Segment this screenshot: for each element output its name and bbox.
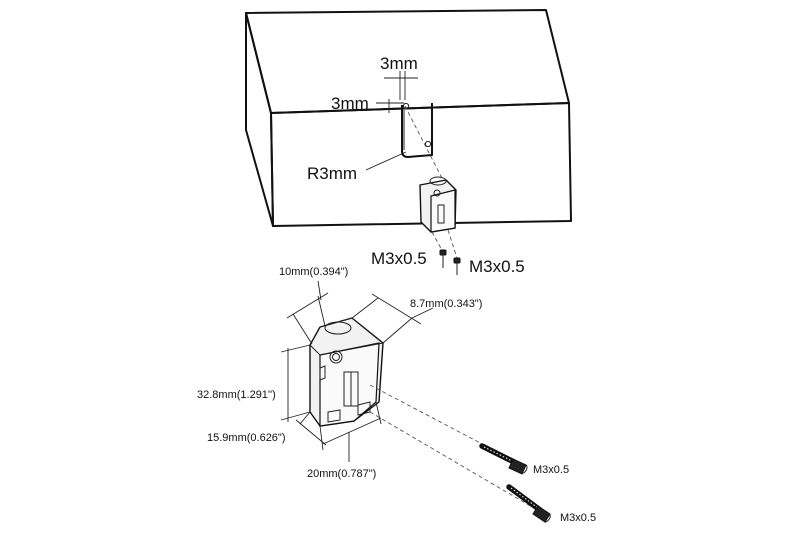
dim-20mm-label: 20mm(0.787") bbox=[307, 468, 376, 480]
dim-10mm-ext-left bbox=[292, 313, 313, 345]
screw-lower-label: M3x0.5 bbox=[560, 512, 596, 524]
dim-15-9mm-label: 15.9mm(0.626") bbox=[207, 432, 286, 444]
screw-guide-left bbox=[431, 231, 444, 253]
dim-20mm-ext-right bbox=[375, 401, 382, 425]
sensor-large-bottom-foot bbox=[327, 409, 341, 423]
mounting-block bbox=[245, 9, 572, 227]
dim-r3mm-label: R3mm bbox=[307, 164, 357, 183]
mounting-slot bbox=[401, 102, 447, 187]
dim-10mm-line bbox=[286, 292, 329, 319]
dim-32-8mm-label: 32.8mm(1.291'') bbox=[197, 389, 276, 401]
dim-20mm-line bbox=[322, 417, 382, 445]
dim-3mm-horizontal-label: 3mm bbox=[380, 54, 418, 73]
sensor-small-hole bbox=[433, 189, 441, 197]
slot-axis-line bbox=[404, 105, 447, 187]
screw-upper-label: M3x0.5 bbox=[533, 464, 569, 476]
large-screw-upper-head bbox=[508, 458, 527, 475]
dim-r3mm-leader bbox=[365, 151, 407, 171]
dim-15-9mm-ext bbox=[299, 411, 311, 425]
sensor-large-front-face bbox=[319, 342, 380, 427]
sensor-small-front bbox=[430, 189, 456, 233]
large-screw-lower-thread bbox=[510, 487, 539, 509]
screw-guide-right bbox=[447, 229, 458, 259]
large-screw-lower-socket bbox=[543, 513, 551, 523]
screw-guide-upper bbox=[369, 384, 525, 467]
small-screw-left-head bbox=[439, 249, 447, 256]
sensor-large-top-face bbox=[309, 317, 385, 356]
large-screw-upper-socket bbox=[520, 464, 528, 474]
sensor-large-nozzle-top bbox=[324, 321, 352, 335]
sensor-large-front-hole bbox=[329, 350, 343, 364]
dim-10mm-leader bbox=[317, 280, 322, 301]
screw-right-label: M3x0.5 bbox=[469, 257, 525, 276]
top-dimensions bbox=[365, 71, 418, 171]
large-screw-lower bbox=[506, 484, 551, 523]
small-screw-right-head bbox=[453, 257, 461, 264]
sensor-large-front-hole-inner bbox=[332, 353, 340, 361]
sensor-small-slot bbox=[437, 204, 445, 224]
dim-8-7mm-line bbox=[371, 293, 422, 325]
sensor-large bbox=[309, 317, 385, 427]
dim-10mm-ext-right bbox=[317, 295, 326, 327]
dim-8-7mm-label: 8.7mm(0.343") bbox=[410, 298, 482, 310]
dim-10mm-label: 10mm(0.394") bbox=[279, 266, 348, 278]
sensor-large-side-notch bbox=[319, 365, 326, 381]
slot-hole-bottom bbox=[424, 140, 432, 148]
small-screw-right bbox=[453, 257, 461, 275]
block-left-face bbox=[245, 12, 274, 227]
dim-15-9mm-line bbox=[295, 419, 327, 446]
dim-20mm-ext-left bbox=[319, 425, 324, 451]
small-screw-left bbox=[439, 249, 447, 268]
bottom-dimensions bbox=[280, 280, 434, 462]
screw-guide-lower bbox=[369, 411, 545, 515]
dim-3mm-vertical-label: 3mm bbox=[331, 94, 369, 113]
large-screw-upper bbox=[479, 443, 528, 475]
dim-8-7mm-leader bbox=[411, 307, 434, 319]
dim-8-7mm-ext-left bbox=[351, 297, 379, 319]
dim-8-7mm-ext-right bbox=[382, 317, 413, 344]
sensor-small bbox=[419, 176, 457, 233]
sensor-small-nozzle bbox=[429, 176, 447, 186]
dim-32-8mm-ext-bottom bbox=[280, 411, 311, 421]
screw-left-label: M3x0.5 bbox=[371, 249, 427, 268]
dim-32-8mm-ext-top bbox=[280, 344, 311, 353]
slot-outline bbox=[401, 103, 433, 158]
